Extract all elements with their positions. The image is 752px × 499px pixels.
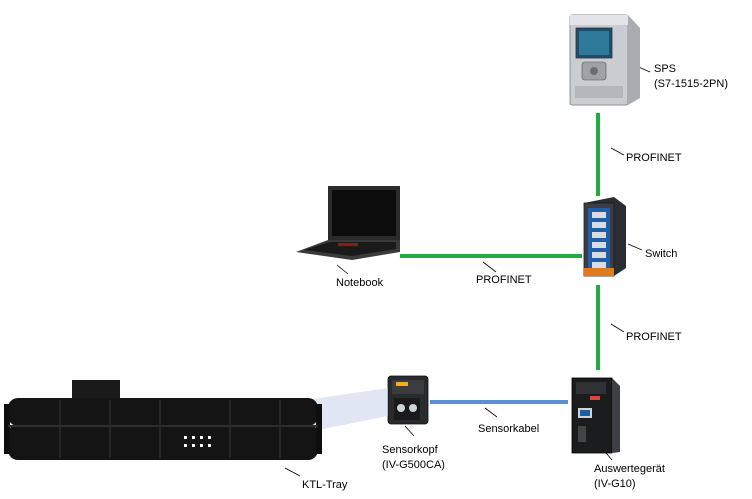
profinet-label-sps-switch: PROFINET xyxy=(626,152,682,164)
tray-icon xyxy=(4,380,322,460)
network-switch-icon xyxy=(583,197,626,277)
controller-unit-icon xyxy=(571,377,620,454)
switch-label: Switch xyxy=(645,248,678,260)
sps-label: SPS xyxy=(654,63,677,75)
tray-label: KTL-Tray xyxy=(302,479,348,491)
sps-model: (S7-1515-2PN) xyxy=(654,78,728,90)
sensorkabel-label: Sensorkabel xyxy=(478,423,540,435)
laptop-icon xyxy=(296,186,400,260)
auswertegeraet-model: (IV-G10) xyxy=(594,478,636,490)
profinet-label-notebook-switch: PROFINET xyxy=(476,274,532,286)
plc-controller-icon xyxy=(569,14,640,106)
notebook-label: Notebook xyxy=(336,277,384,289)
sensorkopf-model: (IV-G500CA) xyxy=(382,459,445,471)
sensorkopf-label: Sensorkopf xyxy=(382,444,438,456)
auswertegeraet-label: Auswertegerät xyxy=(594,463,665,475)
camera-sensor-icon xyxy=(387,375,429,425)
profinet-label-switch-auswertegeraet: PROFINET xyxy=(626,331,682,343)
